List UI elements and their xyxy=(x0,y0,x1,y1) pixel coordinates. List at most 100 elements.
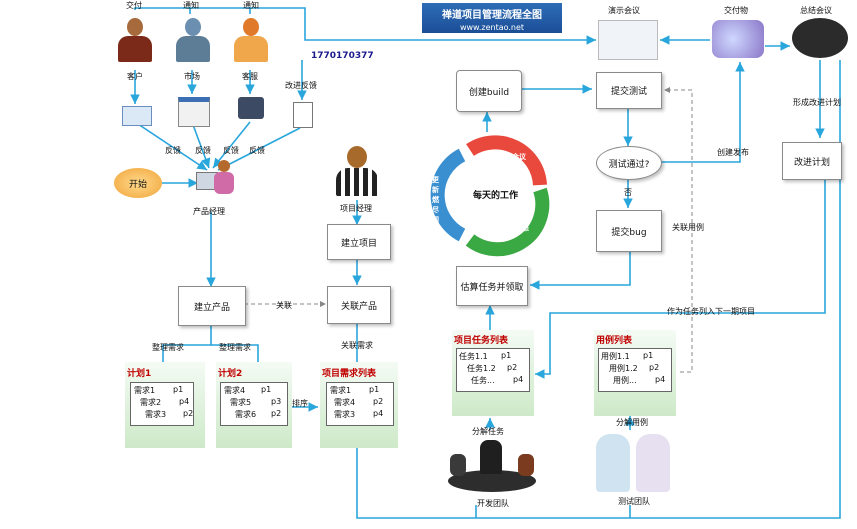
estimate-box: 估算任务并领取 xyxy=(456,266,528,306)
plan2-pri: p3 xyxy=(271,397,282,406)
submit-test-box: 提交测试 xyxy=(596,72,662,109)
plan2-title: 计划2 xyxy=(218,369,243,379)
task-item: 任务1.2 xyxy=(467,364,496,373)
edge-label-paixu: 排序 xyxy=(292,399,308,408)
start-node: 开始 xyxy=(114,168,162,198)
feedback-label-4: 反馈 xyxy=(249,146,265,155)
edge-label-form-plan: 形成改进计划 xyxy=(793,98,841,107)
test-pass-decision: 测试通过? xyxy=(596,146,662,180)
cycle-seg2-label: 更新任务状态 xyxy=(487,224,529,232)
document-icon xyxy=(293,102,313,128)
edge-label-zhengli1: 整理需求 xyxy=(152,343,184,352)
project-req-item: 需求3 xyxy=(334,410,356,419)
project-req-pri: p2 xyxy=(373,397,384,406)
plan1-pri: p1 xyxy=(173,385,184,394)
edge-label-split-case: 分解用例 xyxy=(616,418,648,427)
plan2-pri: p1 xyxy=(261,385,272,394)
case-item: 用例1.1 xyxy=(601,352,630,361)
edge-label-create-release: 创建发布 xyxy=(717,148,749,157)
edge-label-link-req: 关联需求 xyxy=(341,341,373,350)
case-item: 用例... xyxy=(613,376,637,385)
product-manager-avatar xyxy=(196,160,236,200)
cycle-seg1-label: 参加站立会议 xyxy=(484,153,526,161)
role-service: 客服 xyxy=(242,72,258,81)
project-req-item: 需求4 xyxy=(334,398,356,407)
summary-meeting-icon xyxy=(792,18,848,58)
plan1-pri: p2 xyxy=(183,409,194,418)
project-req-page: 需求1 p1 需求4 p2 需求3 p4 xyxy=(326,382,394,426)
improve-feedback-label: 改进反馈 xyxy=(285,81,317,90)
create-build-label: 创建build xyxy=(468,87,510,98)
deliverables-label: 交付物 xyxy=(724,6,748,15)
start-label: 开始 xyxy=(128,179,147,190)
project-req-title: 项目需求列表 xyxy=(322,369,377,379)
role-market: 市场 xyxy=(184,72,200,81)
project-manager-label: 项目经理 xyxy=(340,204,372,213)
task-pri: p4 xyxy=(513,375,524,384)
plan2-req: 需求5 xyxy=(230,398,252,407)
plan1-title: 计划1 xyxy=(127,369,152,379)
edge-label-next-project: 作为任务列入下一期项目 xyxy=(667,307,755,316)
improve-plan-label: 改进计划 xyxy=(793,157,830,168)
feedback-label-3: 反馈 xyxy=(223,146,239,155)
case-list-title: 用例列表 xyxy=(596,336,633,346)
plan1-pri: p4 xyxy=(179,397,190,406)
build-product-box: 建立产品 xyxy=(178,286,246,326)
submit-bug-box: 提交bug xyxy=(596,210,662,252)
task-item: 任务1.1 xyxy=(459,352,488,361)
submit-test-label: 提交测试 xyxy=(610,87,647,97)
market-avatar xyxy=(176,18,210,68)
feedback-label-2: 反馈 xyxy=(195,146,211,155)
feedback-label-1: 反馈 xyxy=(165,146,181,155)
cycle-center-label: 每天的工作 xyxy=(473,191,519,201)
service-avatar xyxy=(234,18,268,68)
demo-meeting-label: 演示会议 xyxy=(608,6,640,15)
edge-label-link-case: 关联用例 xyxy=(672,223,704,232)
project-req-pri: p1 xyxy=(369,385,380,394)
task-pri: p1 xyxy=(501,351,512,360)
phone-number: 1770170377 xyxy=(311,51,374,61)
case-list-page: 用例1.1 p1 用例1.2 p2 用例... p4 xyxy=(598,348,672,392)
plan2-pri: p2 xyxy=(271,409,282,418)
case-item: 用例1.2 xyxy=(609,364,638,373)
dev-team-label: 开发团队 xyxy=(477,499,509,508)
banner-title: 禅道项目管理流程全图 xyxy=(442,10,542,21)
build-project-label: 建立项目 xyxy=(340,238,377,249)
case-pri: p2 xyxy=(649,363,660,372)
deliverables-icon xyxy=(712,20,764,58)
estimate-label: 估算任务并领取 xyxy=(460,282,524,293)
case-pri: p1 xyxy=(643,351,654,360)
task-list-title: 项目任务列表 xyxy=(454,336,509,346)
demo-meeting-icon xyxy=(598,20,658,60)
edge-label-split-task: 分解任务 xyxy=(472,427,504,436)
link-product-box: 关联产品 xyxy=(327,286,391,324)
test-team-icon xyxy=(592,434,676,494)
build-project-box: 建立项目 xyxy=(327,224,391,260)
edge-label-no: 否 xyxy=(624,188,632,197)
role-label-tongzhi1: 通知 xyxy=(183,1,199,10)
link-product-label: 关联产品 xyxy=(340,301,377,312)
role-customer: 客户 xyxy=(127,72,143,81)
dev-team-icon xyxy=(444,440,540,498)
project-req-pri: p4 xyxy=(373,409,384,418)
plan1-req: 需求2 xyxy=(140,398,162,407)
banner-url: www.zentao.net xyxy=(459,23,525,32)
improve-plan-box: 改进计划 xyxy=(782,142,842,180)
product-manager-label: 产品经理 xyxy=(193,207,225,216)
role-label-tongzhi2: 通知 xyxy=(243,1,259,10)
test-pass-label: 测试通过? xyxy=(608,159,650,170)
test-team-label: 测试团队 xyxy=(618,497,650,506)
task-list-page: 任务1.1 p1 任务1.2 p2 任务... p4 xyxy=(456,348,530,392)
edge-label-zhengli2: 整理需求 xyxy=(219,343,251,352)
banner: 禅道项目管理流程全图 www.zentao.net xyxy=(422,3,562,33)
plan2-req: 需求6 xyxy=(235,410,257,419)
plan1-req: 需求1 xyxy=(134,386,156,395)
customer-avatar xyxy=(118,18,152,68)
plan2-page: 需求4 p1 需求5 p3 需求6 p2 xyxy=(220,382,288,426)
plan1-page: 需求1 p1 需求2 p4 需求3 p2 xyxy=(130,382,194,426)
task-item: 任务... xyxy=(471,376,495,385)
cycle-seg3-label: 更新燃尽图 xyxy=(432,176,439,224)
case-pri: p4 xyxy=(655,375,666,384)
submit-bug-label: 提交bug xyxy=(611,227,647,238)
